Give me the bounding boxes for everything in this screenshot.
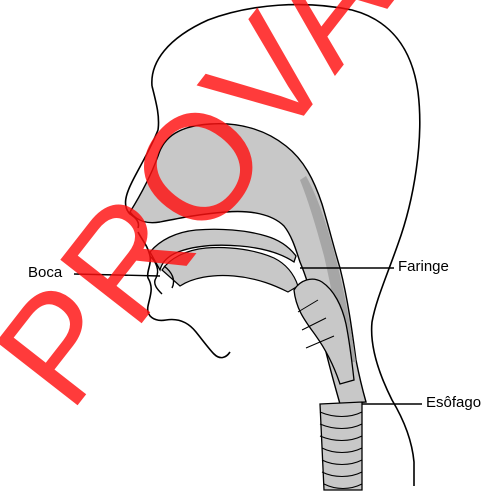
pharynx-label: Faringe — [398, 258, 449, 275]
mouth-label: Boca — [28, 264, 62, 281]
esophagus-label: Esôfago — [426, 394, 481, 411]
